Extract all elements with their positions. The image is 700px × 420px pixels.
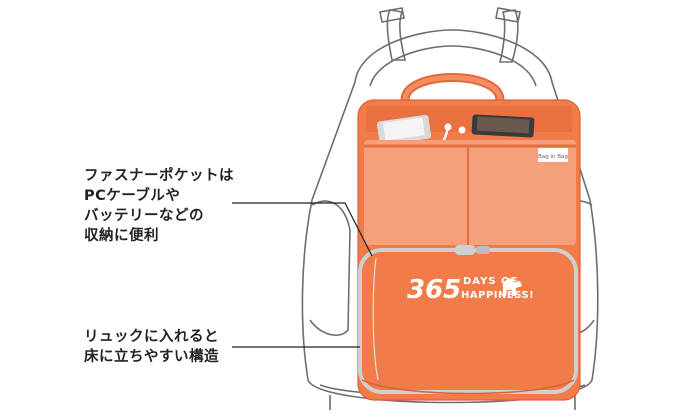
brand-logo: 365 DAYS OF HAPPINESS! — [407, 275, 534, 305]
logo-line2: HAPPINESS! — [461, 290, 534, 301]
callout-line: 床に立ちやすい構造 — [84, 349, 219, 365]
bag-in-bag: Bag in Bag — [357, 99, 581, 401]
callout-line: PCケーブルや — [84, 188, 181, 204]
callout-leaders — [232, 202, 373, 348]
callout-zipper-pocket: ファスナーポケットは PCケーブルや バッテリーなどの 収納に便利 — [84, 166, 234, 246]
callout-line: リュックに入れると — [84, 329, 219, 345]
logo-number: 365 — [407, 275, 461, 305]
callout-line: バッテリーなどの — [84, 208, 204, 224]
callout-line: 収納に便利 — [84, 228, 159, 244]
label-tag — [538, 148, 568, 162]
svg-text:Bag in Bag: Bag in Bag — [538, 154, 568, 160]
logo-line1: DAYS OF — [463, 276, 518, 287]
callout-standing-structure: リュックに入れると 床に立ちやすい構造 — [84, 327, 219, 367]
front-zip-pocket — [358, 248, 578, 394]
callout-line: ファスナーポケットは — [84, 168, 234, 184]
mesh-pocket — [364, 140, 576, 245]
